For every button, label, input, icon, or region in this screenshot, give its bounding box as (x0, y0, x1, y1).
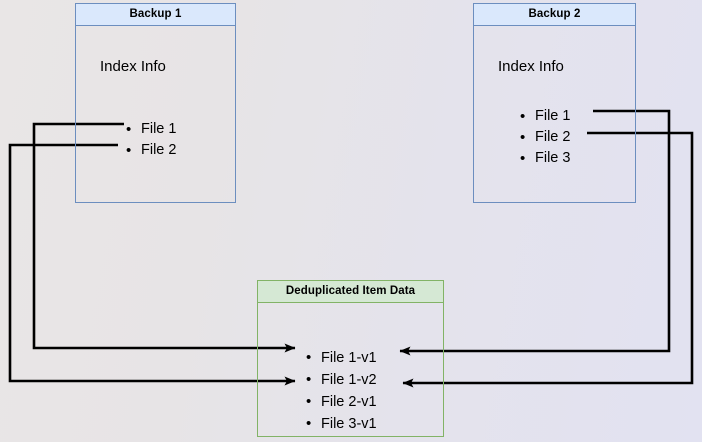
list-item: File 2 (520, 127, 570, 148)
node-backup-1-body: Index Info File 1 File 2 (76, 26, 235, 202)
list-item: File 1 (520, 106, 570, 127)
list-item: File 2 (126, 140, 176, 161)
list-item: File 1 (126, 119, 176, 140)
node-backup-2-body: Index Info File 1 File 2 File 3 (474, 26, 635, 202)
node-backup-1-header: Backup 1 (76, 4, 235, 26)
node-backup-2[interactable]: Backup 2 Index Info File 1 File 2 File 3 (473, 3, 636, 203)
node-backup-2-header: Backup 2 (474, 4, 635, 26)
list-item: File 1-v1 (306, 347, 377, 369)
list-item: File 3 (520, 148, 570, 169)
list-item: File 3-v1 (306, 413, 377, 435)
list-item: File 2-v1 (306, 391, 377, 413)
node-deduplicated-item-data-header: Deduplicated Item Data (258, 281, 443, 303)
node-backup-1[interactable]: Backup 1 Index Info File 1 File 2 (75, 3, 236, 203)
node-deduplicated-item-data-body: File 1-v1 File 1-v2 File 2-v1 File 3-v1 (258, 303, 443, 436)
node-backup-1-subtitle: Index Info (100, 58, 166, 75)
node-backup-1-file-list: File 1 File 2 (126, 119, 176, 161)
node-deduplicated-item-data-file-list: File 1-v1 File 1-v2 File 2-v1 File 3-v1 (306, 347, 377, 435)
node-backup-2-file-list: File 1 File 2 File 3 (520, 106, 570, 169)
node-backup-2-subtitle: Index Info (498, 58, 564, 75)
node-deduplicated-item-data[interactable]: Deduplicated Item Data File 1-v1 File 1-… (257, 280, 444, 437)
list-item: File 1-v2 (306, 369, 377, 391)
